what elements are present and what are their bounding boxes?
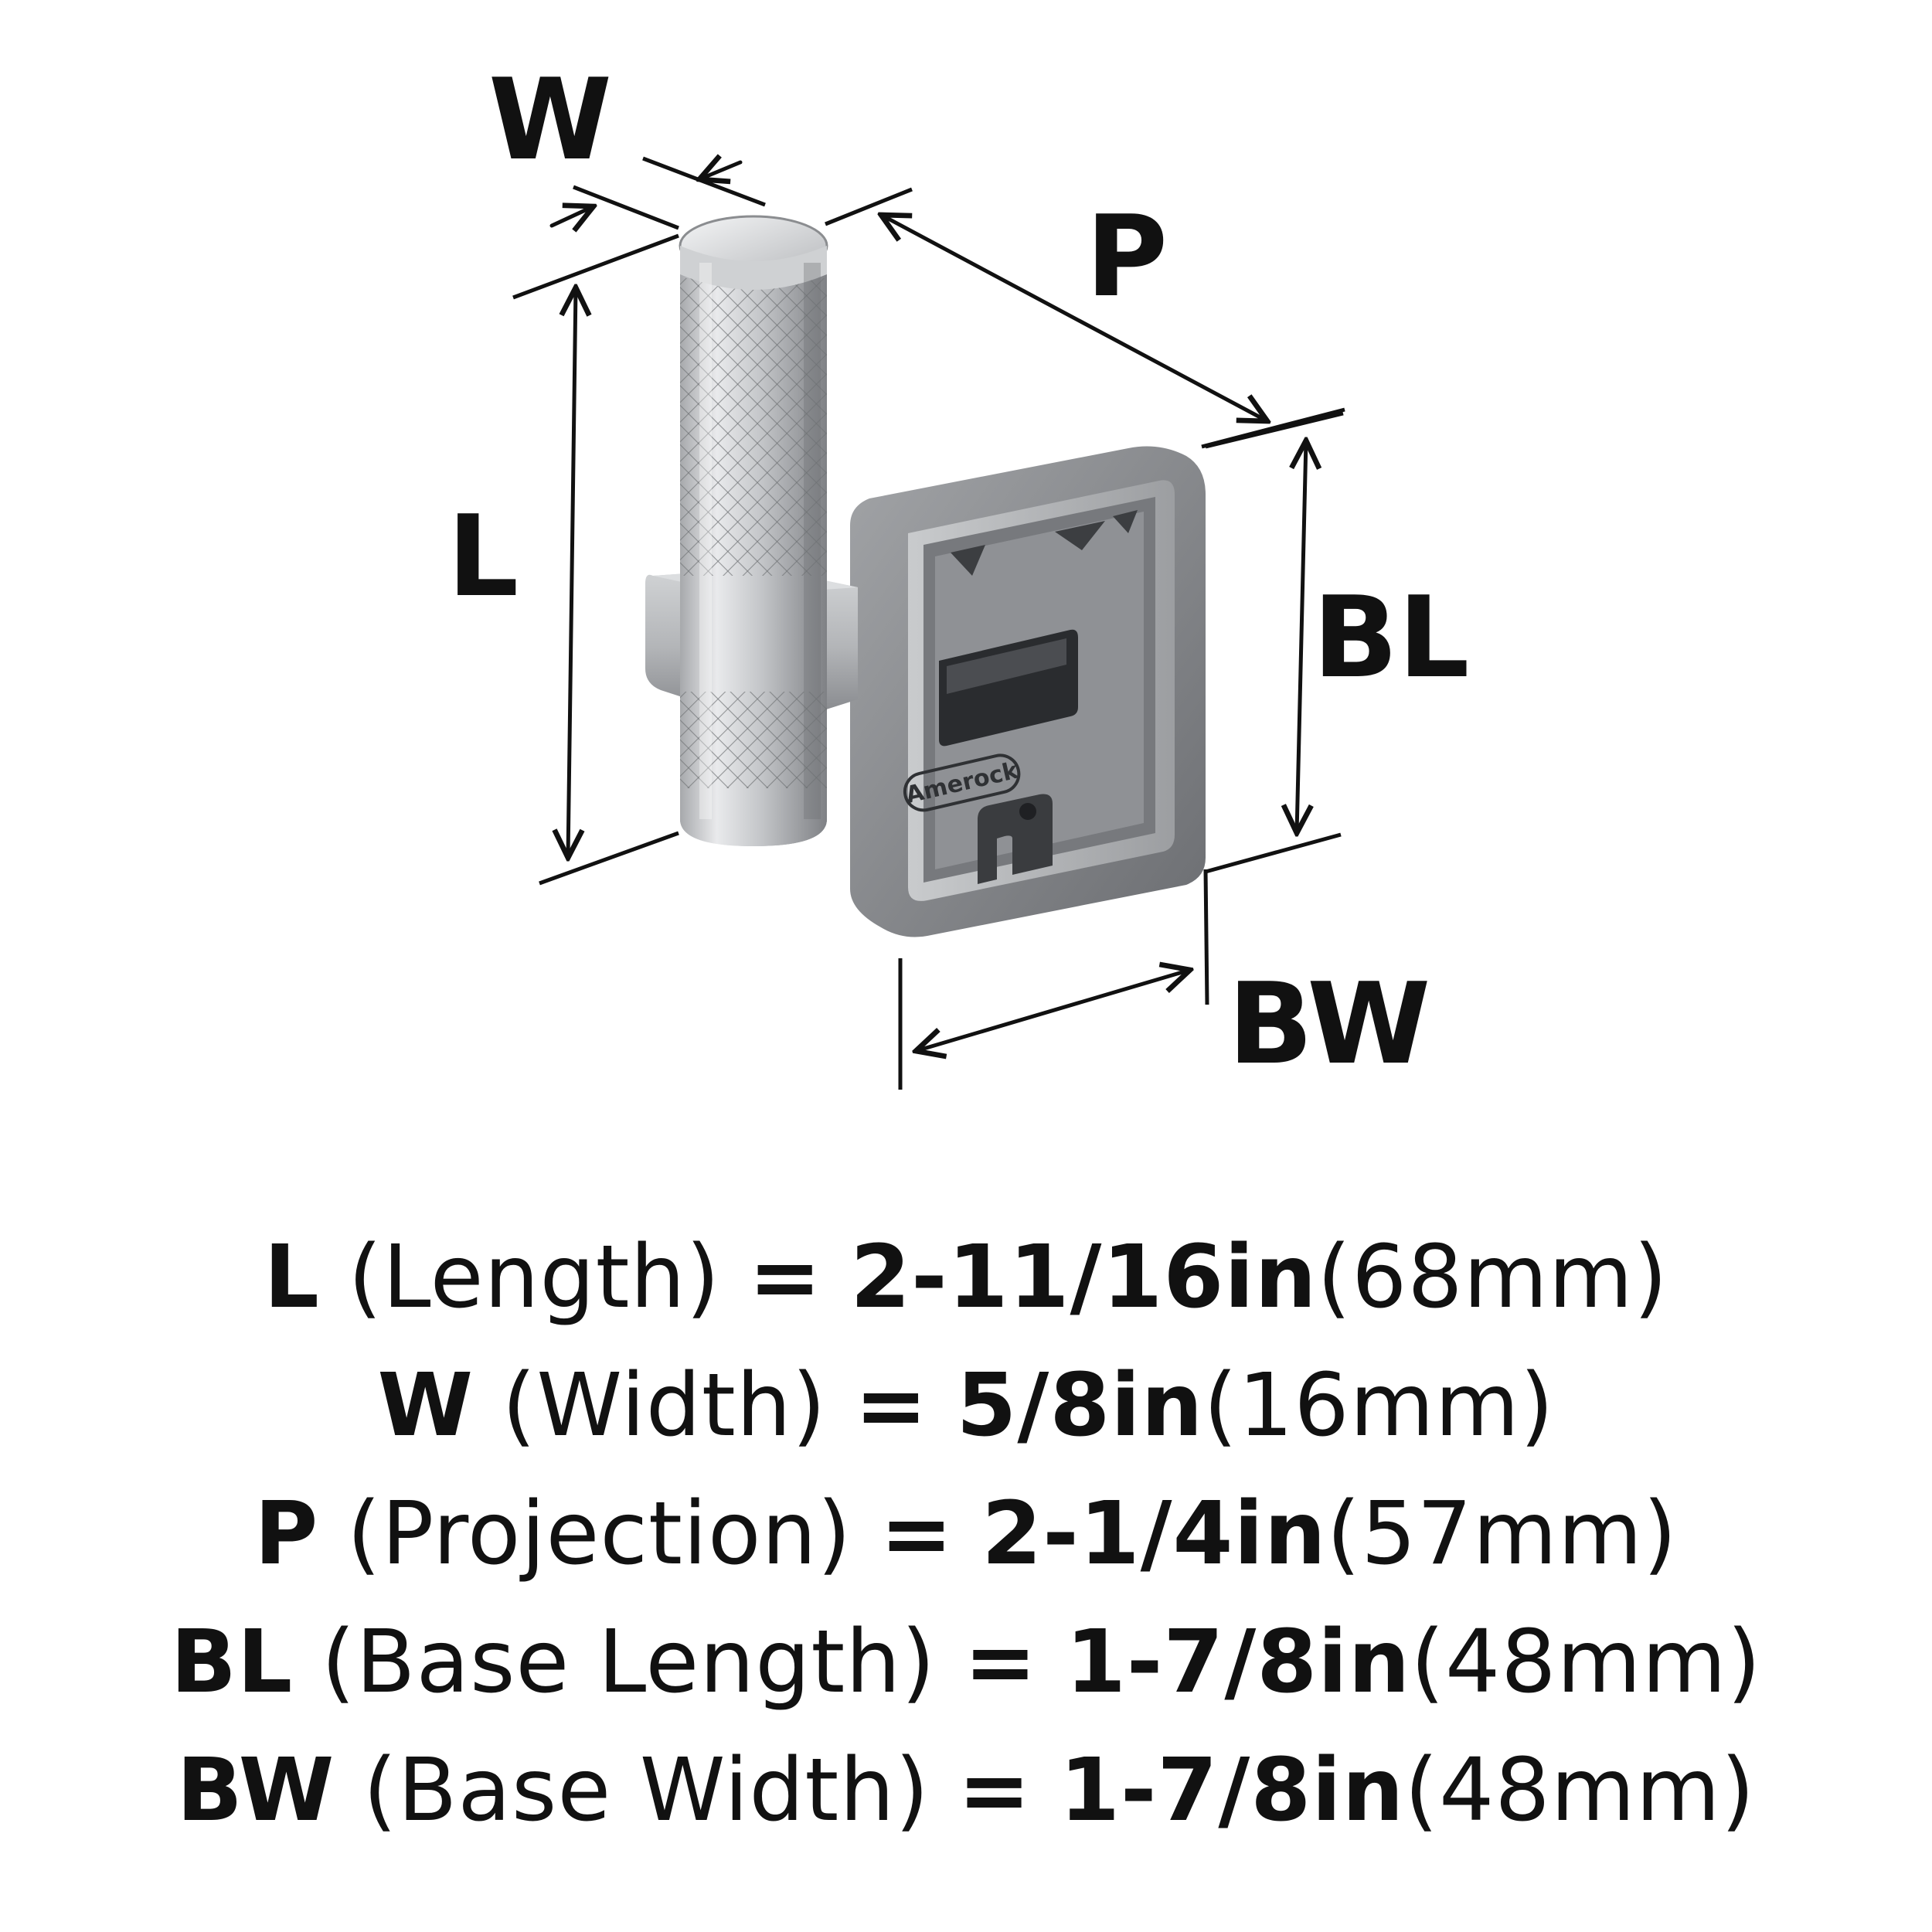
dimension-bl: BL [1205,411,1470,874]
spec-row-width: W (Width) = 5/8in(16mm) [0,1342,1932,1470]
spec-code: L [264,1227,320,1328]
spec-code: BL [170,1612,294,1713]
spec-name: (Base Length) [321,1612,936,1713]
spec-metric: (16mm) [1203,1355,1555,1456]
spec-row-base-length: BL (Base Length) = 1-7/8in(48mm) [0,1598,1932,1726]
dimension-w: W [488,55,766,228]
knurled-post [679,215,828,846]
spec-name: (Width) [502,1355,827,1456]
spec-metric: (48mm) [1404,1740,1756,1841]
spec-name: (Length) [348,1227,721,1328]
spec-imperial: 2-11/16in [850,1227,1318,1328]
label-bl: BL [1313,573,1470,703]
spec-name: (Base Width) [362,1740,930,1841]
label-l: L [447,492,519,622]
spec-row-length: L (Length) = 2-11/16in(68mm) [0,1213,1932,1342]
label-w: W [488,55,612,185]
dimension-spec-list: L (Length) = 2-11/16in(68mm) W (Width) =… [0,1213,1932,1855]
spec-imperial: 5/8in [956,1355,1204,1456]
dimension-p: P [825,187,1345,449]
spec-equals: = [957,1740,1032,1841]
spec-metric: (48mm) [1410,1612,1762,1713]
label-bw: BW [1228,959,1431,1090]
product-dimension-diagram: Amerock W P [447,55,1470,1090]
spec-imperial: 1-7/8in [1060,1740,1405,1841]
spec-imperial: 2-1/4in [981,1484,1327,1584]
spec-row-projection: P (Projection) = 2-1/4in(57mm) [0,1470,1932,1598]
spec-row-base-width: BW (Base Width) = 1-7/8in(48mm) [0,1726,1932,1855]
spec-metric: (57mm) [1326,1484,1678,1584]
spec-equals: = [748,1227,822,1328]
spec-code: P [254,1484,319,1584]
spec-equals: = [879,1484,954,1584]
spec-equals: = [964,1612,1038,1713]
dimension-bw: BW [898,869,1431,1090]
spec-name: (Projection) [347,1484,852,1584]
base-plate: Amerock [850,446,1206,937]
spec-code: W [377,1355,474,1456]
label-p: P [1086,192,1168,322]
spec-imperial: 1-7/8in [1066,1612,1411,1713]
dimension-l: L [447,233,679,886]
spec-code: BW [176,1740,335,1841]
spec-equals: = [855,1355,928,1456]
spec-metric: (68mm) [1317,1227,1668,1328]
